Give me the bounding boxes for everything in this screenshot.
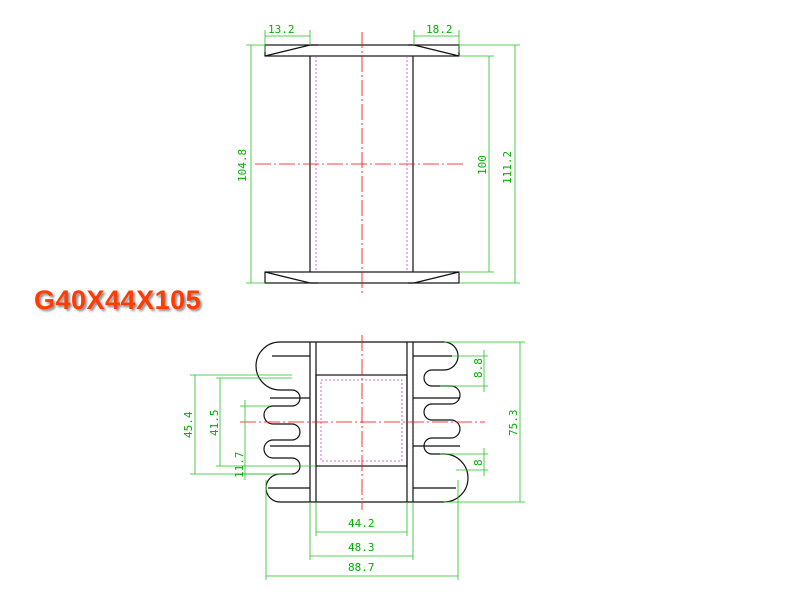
dim-height-overall: 104.8 xyxy=(236,149,249,182)
dim-flange-right: 18.2 xyxy=(426,23,453,36)
top-view: 13.2 18.2 104.8 100 111.2 xyxy=(236,23,520,296)
dim-height-total: 111.2 xyxy=(501,151,514,184)
dim-width-total: 88.7 xyxy=(348,561,375,574)
dim-slot-width: 8.8 xyxy=(472,358,485,378)
top-flange-left-taper xyxy=(264,44,318,57)
dim-flange-left: 13.2 xyxy=(268,23,295,36)
dim-slot-width-2: 8 xyxy=(472,459,485,466)
dim-plan-height: 75.3 xyxy=(507,410,520,437)
dim-slot-11: 11.7 xyxy=(233,452,246,479)
bottom-flange-right-taper xyxy=(408,271,460,284)
dim-width-mid: 48.3 xyxy=(348,541,375,554)
top-flange-right-taper xyxy=(408,44,460,57)
model-title: G40X44X105 xyxy=(34,285,202,315)
bottom-flange-left-taper xyxy=(264,271,318,284)
dim-height-inner: 100 xyxy=(476,155,489,175)
dim-height-41: 41.5 xyxy=(208,410,221,437)
bottom-view: 8.8 8 75.3 45.4 41.5 11.7 44.2 xyxy=(182,335,525,580)
core-window-hidden xyxy=(320,379,403,462)
dim-width-inner: 44.2 xyxy=(348,517,375,530)
dim-height-45: 45.4 xyxy=(182,411,195,438)
core-window xyxy=(315,374,408,467)
